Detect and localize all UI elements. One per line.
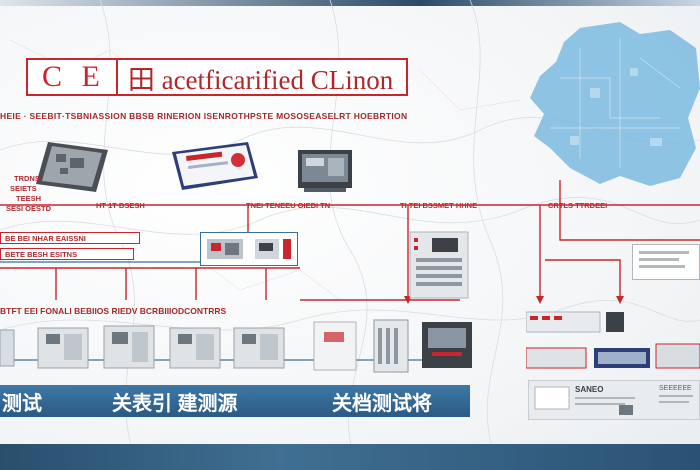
label-box-2: BETE BESH ESITNS [0,248,134,260]
spec-card [632,244,700,280]
label-box-1: BE BEI NHAR EAISSNI [0,232,140,244]
top-band [0,0,700,6]
left-label-1: TRDNS [14,174,40,183]
reference-card: SANEO SEEEEEE [528,380,700,420]
control-panel-box [200,232,298,266]
rack-units [313,319,472,373]
equipment-cluster [526,311,700,369]
instrument-row [0,325,285,369]
banner-text-1: 测试 [2,392,42,415]
region-map [530,22,700,186]
banner-text-3: 关档测试将 [332,392,432,415]
reference-card-header: SANEO [575,385,604,394]
certificate-card-image [172,142,258,190]
spec-card-lines [639,251,689,268]
reference-card-sub: SEEEEEE [659,385,692,392]
circuit-board-image [36,142,108,192]
left-label-2: SEIETS [10,184,37,193]
server-cabinet-image [409,231,469,299]
title-box: C E 田 acetficarified CLinon [26,58,408,96]
label-box-2-text: BETE BESH ESITNS [5,250,78,259]
label-box-1-text: BE BEI NHAR EAISSNI [5,234,86,243]
section-label: BTFT EEI FONALI BEBIIOS RIEDV BCRBIIIODC… [0,306,227,316]
subheading: HEIE · SEEBIT·TSBNIASSION BBSB RINERION … [0,111,408,121]
left-label-4: SESI OESTD [6,204,52,213]
bottom-band [0,444,700,470]
reference-card-graphic [534,386,693,415]
monitor-image [298,150,352,192]
control-panel-image [207,239,291,259]
bottom-banner: 测试 关表引 建测源 关档测试将 [0,385,470,417]
page-title: 田 acetficarified CLinon [127,64,394,95]
left-label-3: TEESH [16,194,42,203]
banner-text-2: 关表引 建测源 [112,392,238,415]
title-mark: C E [28,60,118,94]
